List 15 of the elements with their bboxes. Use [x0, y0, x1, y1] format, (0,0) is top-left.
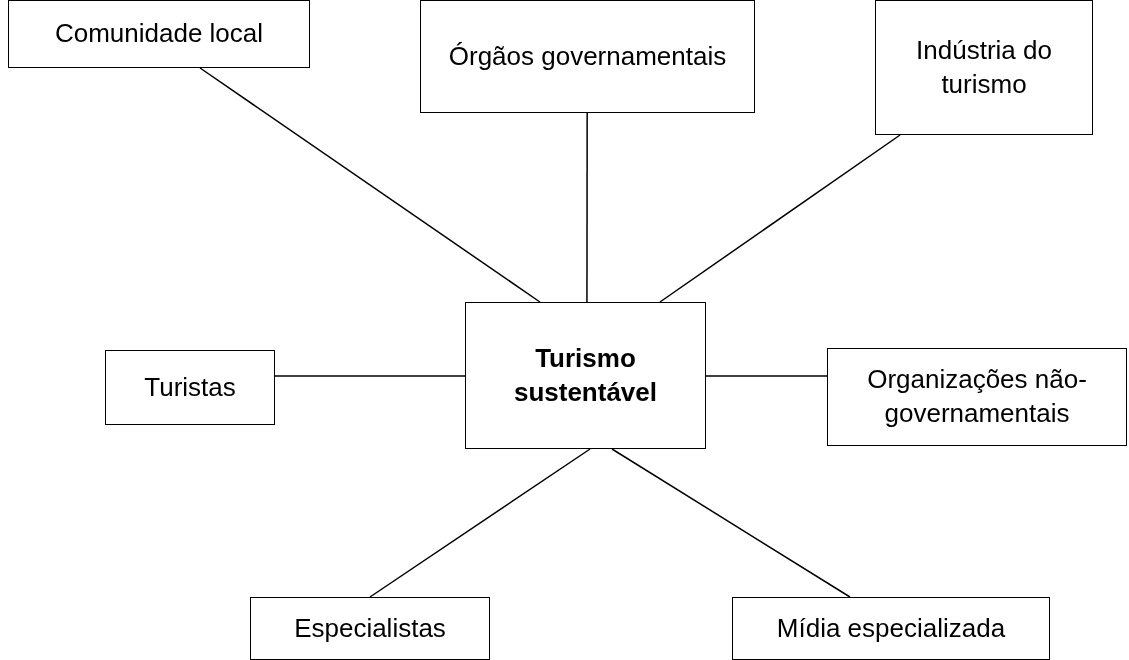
connector-line [611, 448, 851, 598]
stakeholder-box: Comunidade local [8, 0, 310, 68]
stakeholder-box: Turistas [105, 350, 275, 425]
connector-line [586, 112, 588, 303]
connector-line [659, 134, 901, 303]
stakeholder-box: Especialistas [250, 597, 490, 660]
connector-line [274, 375, 466, 377]
stakeholder-box: Órgãos governamentais [420, 0, 755, 113]
stakeholder-box: Organizações não-governamentais [827, 348, 1127, 446]
stakeholder-box: Mídia especializada [732, 597, 1050, 660]
connector-line [705, 375, 828, 377]
connector-line [199, 67, 541, 303]
central-box: Turismo sustentável [465, 302, 706, 449]
connector-line [369, 448, 591, 598]
stakeholder-box: Indústria do turismo [875, 0, 1093, 135]
